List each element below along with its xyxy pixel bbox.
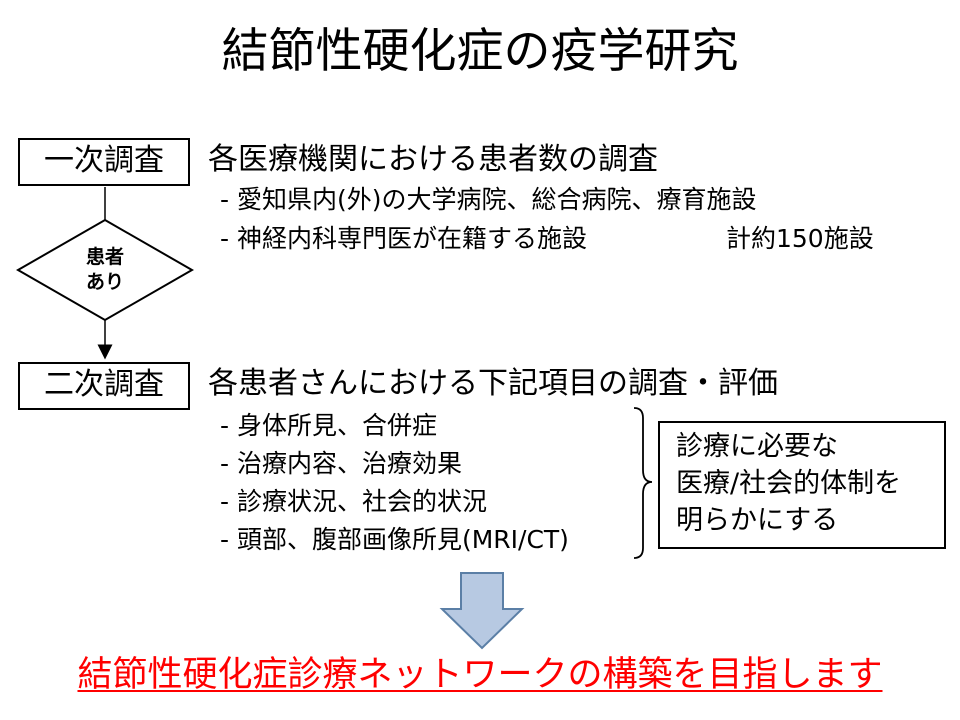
stage2-label-box: 二次調査: [18, 362, 190, 410]
conclusion-statement: 結節性硬化症診療ネットワークの構築を目指します: [77, 655, 883, 695]
stage1-total-count: 計約150施設: [726, 224, 874, 253]
grouping-brace: [633, 407, 653, 559]
stage2-bullet-item: - 頭部、腹部画像所見(MRI/CT): [220, 525, 569, 554]
goal-line: 明らかにする: [676, 505, 839, 536]
stage2-heading: 各患者さんにおける下記項目の調査・評価: [208, 366, 778, 401]
stage1-label-box: 一次調査: [18, 138, 190, 186]
decision-label-line: あり: [85, 271, 124, 293]
stage2-bullet-item: - 身体所見、合併症: [220, 411, 437, 440]
down-arrow-icon: [439, 572, 525, 650]
goal-box: 診療に必要な 医療/社会的体制を 明らかにする: [658, 421, 946, 549]
goal-line: 診療に必要な: [676, 431, 838, 462]
page-title: 結節性硬化症の疫学研究: [221, 24, 739, 79]
goal-line: 医療/社会的体制を: [676, 468, 902, 499]
stage1-bullet-item: - 愛知県内(外)の大学病院、総合病院、療育施設: [220, 185, 757, 214]
decision-label-line: 患者: [85, 246, 124, 268]
decision-label: 患者 あり: [54, 245, 156, 295]
stage2-bullet-item: - 診療状況、社会的状況: [220, 487, 487, 516]
stage1-heading: 各医療機関における患者数の調査: [208, 142, 658, 177]
stage2-bullet-item: - 治療内容、治療効果: [220, 449, 462, 478]
stage1-bullet-item: - 神経内科専門医が在籍する施設: [220, 224, 587, 253]
